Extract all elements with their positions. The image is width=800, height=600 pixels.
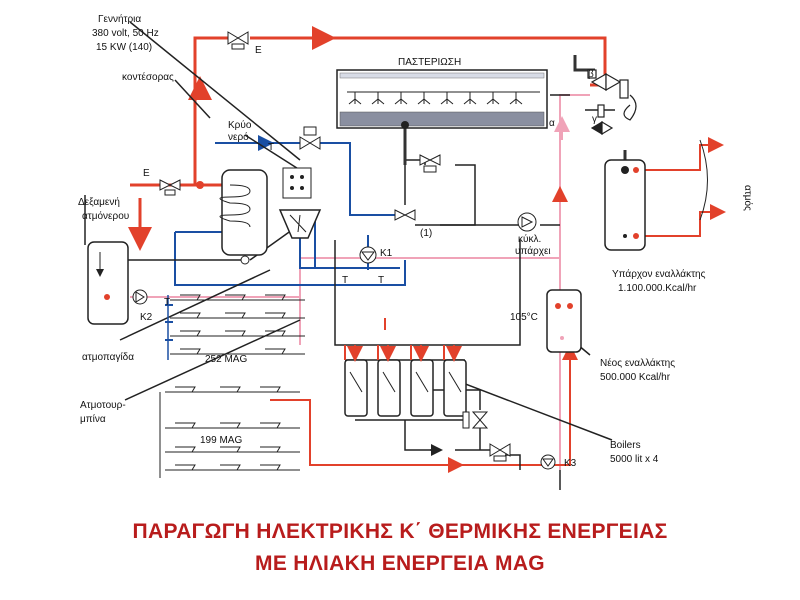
- condenser-label: κοντέσορας: [122, 71, 174, 83]
- pumps: [132, 212, 556, 470]
- beta-label: β: [588, 69, 594, 80]
- circulator-label-1: κύκλ.: [518, 233, 541, 245]
- tank-label-2: ατμόνερου: [82, 210, 129, 222]
- title-line-2: ΜΕ ΗΛΙΑΚΗ ΕΝΕΡΓΕΙΑ MAG: [255, 552, 545, 575]
- pasteurization-label: ΠΑΣΤΕΡΙΩΣΗ: [398, 57, 461, 68]
- turbine-label-1: Ατμοτουρ-: [80, 400, 126, 411]
- black-pipes: [84, 21, 640, 490]
- title-line-1: ΠΑΡΑΓΩΓΗ ΗΛΕΚΤΡΙΚΗΣ Κ΄ ΘΕΡΜΙΚΗΣ ΕΝΕΡΓΕΙΑ…: [132, 520, 668, 543]
- condenser: [196, 169, 268, 265]
- existing-exchanger: [604, 139, 708, 251]
- k2-label: K2: [140, 312, 153, 323]
- t-label-3: T: [378, 275, 384, 286]
- t-label-2: T: [342, 275, 348, 286]
- mag-252-label: 252 MAG: [205, 354, 247, 365]
- existing-exchanger-label-2: 1.100.000.Kcal/hr: [618, 283, 697, 294]
- boilers-label-2: 5000 lit x 4: [610, 454, 659, 465]
- new-exchanger-label-1: Νέος εναλλάκτης: [600, 357, 675, 369]
- solar-collectors-199: [159, 386, 300, 478]
- tank-label-1: Δεξαμενή: [78, 196, 120, 208]
- valve-e-label-left: Ε: [143, 168, 150, 179]
- gamma-label: γ: [592, 114, 597, 125]
- t-label-1: T: [268, 142, 274, 153]
- boilers-label-1: Boilers: [610, 440, 641, 451]
- cold-water-label-2: νερό: [228, 131, 249, 143]
- t-label-4: T: [164, 297, 170, 308]
- valve-e-label-top: Ε: [255, 45, 262, 56]
- cold-water-label-1: Κρύο: [228, 119, 252, 131]
- generator-label-1: Γεννήτρια: [98, 13, 141, 25]
- k3-label: K3: [564, 458, 577, 469]
- new-exchanger-label-2: 500.000 Kcal/hr: [600, 372, 671, 383]
- pasteurization-unit: [336, 69, 548, 129]
- steam-vertical-label: ατμός: [742, 185, 754, 211]
- generator-label-2: 380 volt, 50 Hz: [92, 28, 159, 39]
- circulator-label-2: υπάρχει: [515, 245, 551, 257]
- three-way-valves: [587, 69, 637, 136]
- generator-label-3: 15 KW (140): [96, 42, 152, 53]
- cold-pipes: [174, 135, 406, 286]
- boiler-feed-arrows: [344, 345, 462, 362]
- steam-trap-label: ατμοπαγίδα: [82, 351, 134, 363]
- k1-label: K1: [380, 248, 393, 259]
- temperature-label: 105°C: [510, 312, 538, 323]
- alpha-label: α: [549, 118, 555, 129]
- turbine-label-2: μπίνα: [80, 413, 106, 425]
- mag-199-label: 199 MAG: [200, 435, 242, 446]
- solar-collectors-252-blue: [165, 304, 173, 341]
- valves: [159, 31, 511, 462]
- boilers: [344, 359, 467, 417]
- solar-collectors-252: [167, 294, 305, 360]
- hot-pipes-thin: [270, 137, 726, 473]
- new-exchanger: [546, 289, 582, 353]
- existing-exchanger-label-1: Υπάρχον εναλλάκτης: [612, 268, 706, 280]
- hot-pipes: [128, 26, 607, 251]
- one-label: (1): [420, 228, 432, 239]
- turbine: [278, 167, 322, 239]
- steam-water-tank: [87, 241, 129, 325]
